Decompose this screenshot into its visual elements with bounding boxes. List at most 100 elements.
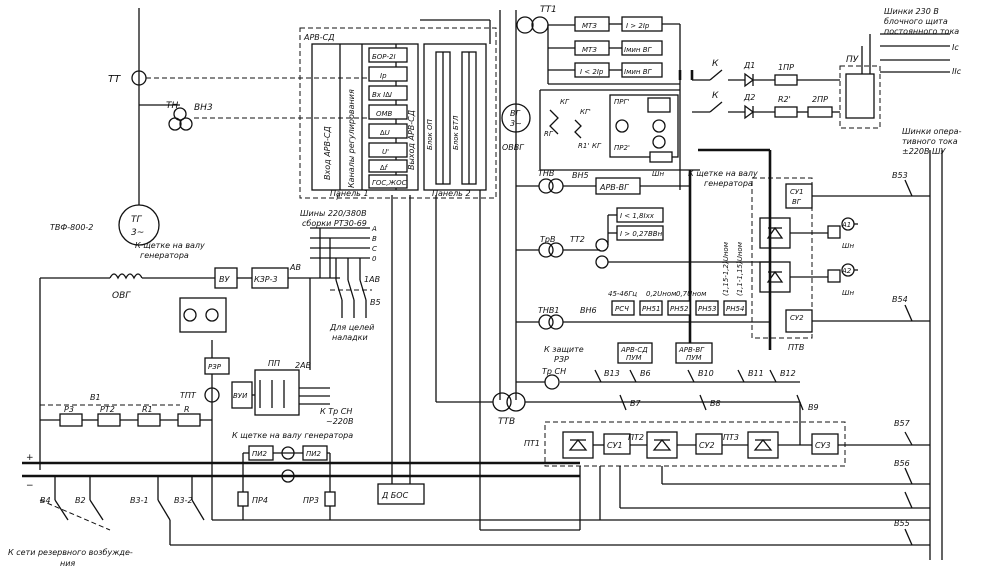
label-v7: В7: [630, 399, 641, 408]
label-shn: Шн: [652, 170, 664, 178]
label-trsn: Тр СН: [542, 367, 566, 376]
label-ch-f1: f': [336, 194, 340, 202]
label-av: АВ: [289, 263, 301, 272]
label-av1: 1АВ: [364, 275, 380, 284]
label-bus-c: С: [372, 245, 377, 253]
label-r1: R1: [142, 405, 153, 414]
label-vu: ВУ: [219, 275, 230, 284]
label-v9: В9: [808, 403, 819, 412]
label-f-rng: 45-46Гц: [608, 290, 637, 298]
vg-section: [501, 33, 950, 350]
label-rzr: РЗР: [208, 363, 222, 371]
label-v56: В56: [894, 459, 910, 468]
label-av2: 2АВ: [295, 361, 311, 370]
label-pp: ПП: [268, 359, 280, 368]
label-pt2: ПТ2: [628, 433, 644, 442]
label-brush-2: К щетке на валу генератора: [232, 431, 353, 440]
label-v6: В6: [640, 369, 651, 378]
label-v55: В55: [894, 519, 910, 528]
label-arv-sd-pum-1: АРВ-СД: [620, 346, 648, 354]
label-protect-2: РЗР: [554, 355, 569, 364]
label-v53: В53: [892, 171, 908, 180]
label-reserve-1: К сети резервного возбужде-: [8, 548, 133, 557]
label-rg: RГ: [544, 130, 554, 138]
label-tnv: ТНВ: [538, 169, 554, 178]
label-pr2: ПР2': [614, 144, 630, 152]
label-rn52: РН52: [670, 305, 689, 313]
label-rel3: I < 2Iр: [580, 68, 604, 76]
label-tt1: ТТ1: [540, 5, 557, 15]
label-rel2: Iмин ВГ: [624, 46, 652, 54]
label-ch-du: ∆U: [379, 129, 390, 137]
label-d2: Д2: [743, 93, 755, 102]
label-tg: ТГ: [131, 215, 142, 225]
label-ptv: ПТВ: [788, 343, 804, 352]
label-pr3: ПР3: [303, 496, 319, 505]
label-u-2: (1,1-1,15)Uном: [736, 241, 744, 296]
label-vui: ВУИ: [233, 392, 248, 400]
bus-220-380: [309, 227, 372, 370]
generator-section: + −: [22, 8, 930, 546]
label-vg-sub: 3~: [510, 119, 522, 128]
label-reserve-2: ния: [60, 559, 75, 568]
label-arv-sd-pum-2: ПУМ: [626, 354, 642, 362]
label-u-02: 0,2Uном: [646, 290, 677, 298]
label-panel2: Панель 2: [432, 189, 471, 198]
label-op-bus-3: ±220В ШУ: [902, 147, 947, 156]
label-dc-bus-1: Шинки 230 В: [884, 7, 939, 16]
ptv-block: [751, 150, 943, 560]
label-v54: В54: [892, 295, 908, 304]
label-tuning-1: Для целей: [329, 323, 374, 332]
label-rel5: I < 1,8Ixx: [620, 212, 655, 220]
label-bus-title: Шины 220/380В: [300, 209, 367, 218]
label-su2b: СУ2: [699, 441, 715, 450]
label-ch-ip: Iр: [380, 72, 387, 80]
label-iic: IIс: [952, 67, 962, 76]
label-arv-vg-pum-1: АРВ-ВГ: [678, 346, 705, 354]
label-protect-1: К защите: [544, 345, 584, 354]
label-ch-u1: U': [382, 148, 389, 156]
label-rn51: РН51: [642, 305, 660, 313]
label-panel1: Панель 1: [330, 189, 369, 198]
label-pr2b: 2ПР: [812, 95, 828, 104]
label-tpt: ТПТ: [180, 391, 197, 400]
label-r: R: [184, 405, 190, 414]
label-dc-bus-3: постоянного тока: [884, 27, 959, 36]
label-tt: ТТ: [108, 74, 121, 85]
label-su1: СУ1: [790, 188, 804, 196]
label-pi2a: ПИ2: [252, 450, 268, 458]
label-ttv: ТТВ: [498, 417, 515, 427]
label-brush-1b: генератора: [140, 251, 189, 260]
label-shn2: Шн: [842, 242, 854, 250]
label-tr-sn-2: ~220В: [326, 417, 353, 426]
label-rel1: I > 2Iр: [626, 22, 650, 30]
rzr-block: [204, 357, 230, 375]
label-op-bus-1: Шинки опера-: [902, 127, 962, 136]
label-rel6: I > 0,27ВВн: [620, 230, 663, 238]
label-r1p: R1': [578, 142, 589, 150]
label-blok-btl: Блок БТЛ: [452, 115, 460, 150]
tpt-section: [204, 195, 425, 520]
label-a1: А1: [841, 221, 851, 229]
label-brush-3: К щетке на валу: [688, 169, 758, 178]
label-kg1: КГ: [560, 98, 570, 106]
label-ch-omv: ОМВ: [376, 110, 393, 118]
label-mtz1: МТЗ: [582, 22, 597, 30]
label-vn5: ВН5: [572, 171, 589, 180]
label-v12: В12: [780, 369, 796, 378]
label-brush-1: К щетке на валу: [135, 241, 205, 250]
relay-row: [516, 300, 800, 390]
label-pt3: ПТ3: [723, 433, 739, 442]
label-v2: В2: [75, 496, 86, 505]
label-ch-gos: ГОС,ЖОС: [372, 179, 407, 187]
label-kg2: КГ': [580, 108, 591, 116]
label-rn54: РН54: [726, 305, 744, 313]
label-vg-su: ВГ: [792, 198, 802, 206]
label-bus-a: А: [371, 225, 377, 233]
label-pt1: ПТ1: [524, 439, 540, 448]
label-v11: В11: [748, 369, 764, 378]
label-u-07: 0,7Uном: [676, 290, 707, 298]
label-tnv1: ТНВ1: [538, 306, 559, 315]
label-rn53: РН53: [698, 305, 716, 313]
